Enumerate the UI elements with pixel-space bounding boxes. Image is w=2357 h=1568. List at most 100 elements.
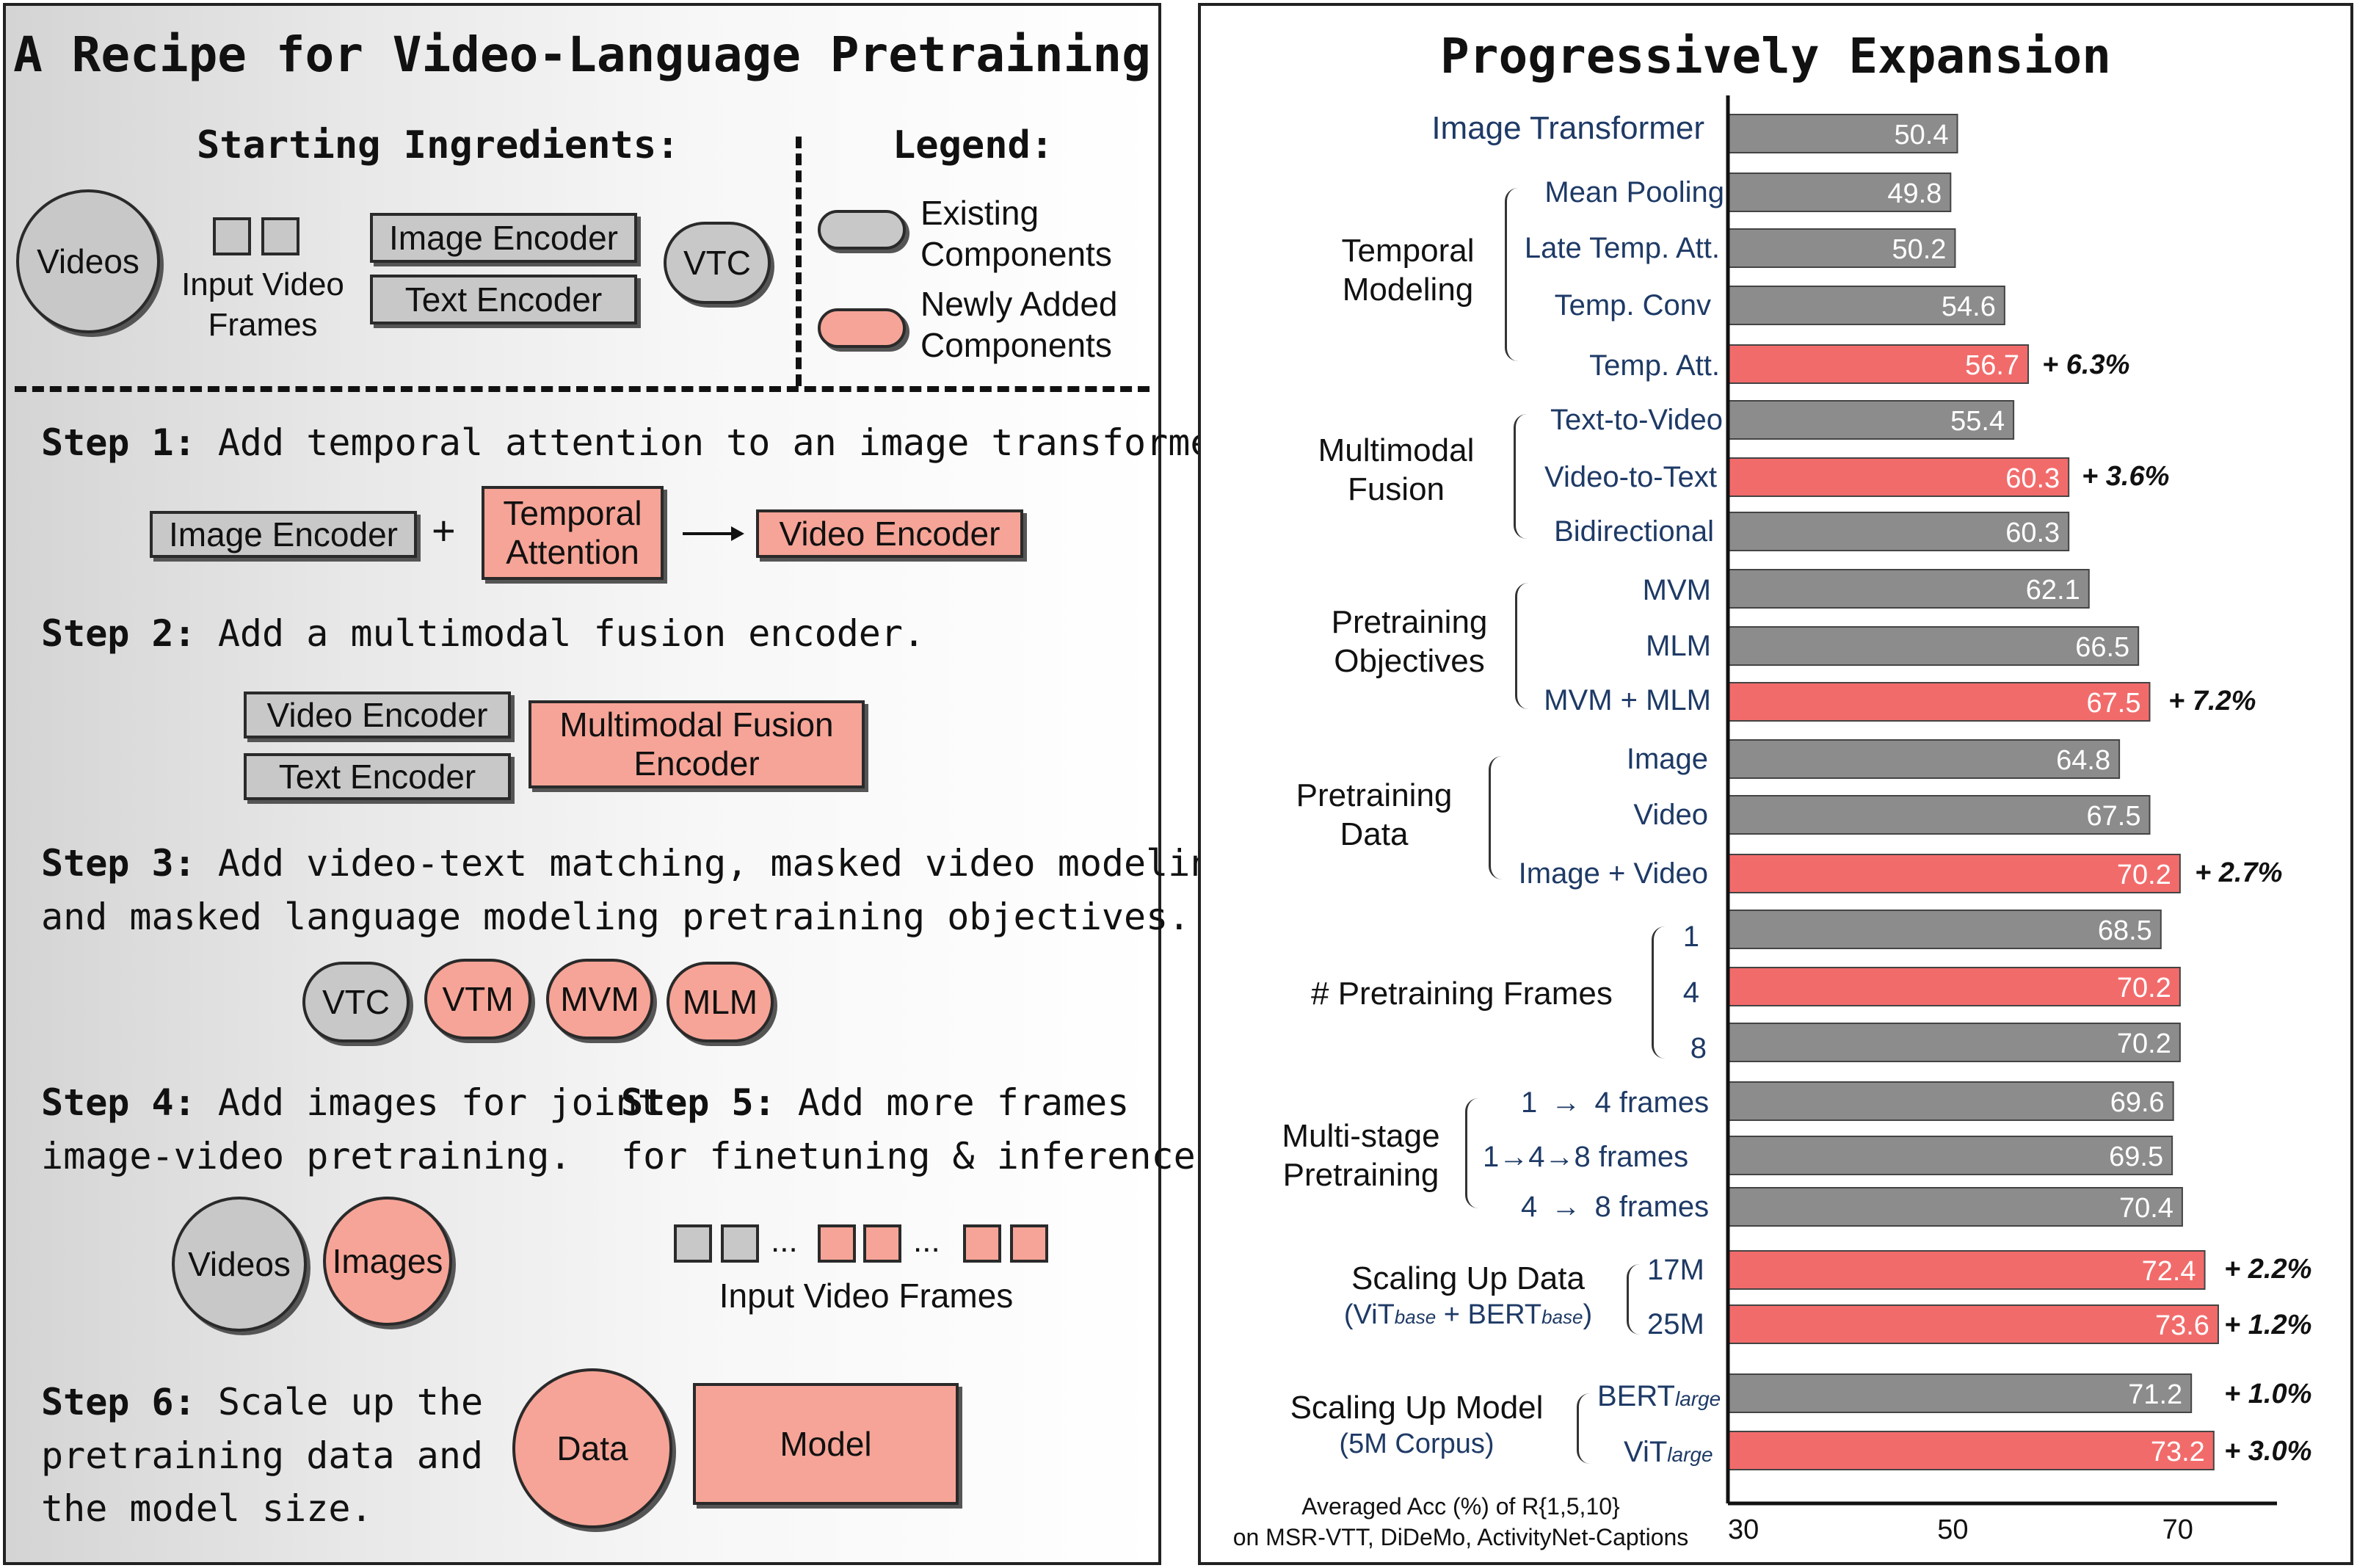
temporal-line-1: Temporal xyxy=(503,494,642,533)
arrow-icon: → xyxy=(1551,1086,1581,1119)
brace-temporal xyxy=(1505,188,1518,361)
category-label: 1 xyxy=(1682,921,1699,953)
bert-large-label: BERTlarge xyxy=(1597,1380,1721,1413)
group-line: Data xyxy=(1340,816,1409,852)
step4-description-1: Add images for joint xyxy=(217,1081,660,1124)
brace-data xyxy=(1489,756,1502,879)
x-axis-caption: Averaged Acc (%) of R{1,5,10} on MSR-VTT… xyxy=(1204,1492,1718,1553)
improvement-label: + 7.2% xyxy=(2168,686,2256,716)
brace-objectives xyxy=(1515,583,1528,709)
frames-label: Input Video Frames xyxy=(161,264,364,345)
bar xyxy=(1727,739,2121,779)
frame-square xyxy=(863,1224,901,1263)
image-encoder-box: Image Encoder xyxy=(370,213,637,263)
bar-value-label: 49.8 xyxy=(1887,178,1942,209)
bar xyxy=(1727,173,1952,212)
bar-value-label: 64.8 xyxy=(2056,745,2110,776)
group-pretraining-objectives: Pretraining Objectives xyxy=(1311,603,1508,681)
group-pretraining-frames: # Pretraining Frames xyxy=(1311,976,1613,1012)
bar-value-label: 72.4 xyxy=(2142,1256,2196,1287)
step3-description-2: and masked language modeling pretraining… xyxy=(41,895,1191,938)
bar-value-label: 60.3 xyxy=(2005,463,2060,494)
frame-square xyxy=(1010,1224,1048,1263)
bar-value-label: 67.5 xyxy=(2087,688,2141,719)
step5-text: Step 5: Add more frames for finetuning &… xyxy=(621,1076,1218,1183)
group-line: Pretraining xyxy=(1282,1156,1439,1193)
bar xyxy=(1727,910,2162,949)
bar-value-label: 50.2 xyxy=(1892,234,1946,265)
ms3-start: 4 xyxy=(1521,1191,1538,1223)
frame-square xyxy=(674,1224,712,1263)
ms2-start: 1 xyxy=(1483,1141,1500,1173)
x-tick-label: 50 xyxy=(1937,1514,1968,1545)
bar xyxy=(1727,1250,2206,1290)
brace-scale-model xyxy=(1577,1393,1590,1464)
bar-value-label: 73.2 xyxy=(2151,1437,2205,1467)
step6-description-3: the model size. xyxy=(41,1487,373,1530)
bar xyxy=(1727,795,2151,835)
bar-value-label: 54.6 xyxy=(1942,291,1996,322)
frames-label-line-2: Frames xyxy=(208,307,318,343)
step1-arrow xyxy=(683,526,744,541)
arrow-icon: → xyxy=(1551,1191,1581,1223)
bar-value-label: 50.4 xyxy=(1895,120,1949,150)
frame-square xyxy=(963,1224,1001,1263)
step6-text: Step 6: Scale up the pretraining data an… xyxy=(41,1376,483,1536)
group-line: Pretraining xyxy=(1331,604,1488,640)
category-label: Video xyxy=(1633,799,1708,831)
category-label: Bidirectional xyxy=(1554,515,1714,548)
bar xyxy=(1727,1136,2173,1175)
bar-value-label: 70.4 xyxy=(2119,1193,2173,1224)
legend-existing-line-1: Existing xyxy=(920,194,1039,232)
category-label: Image Transformer xyxy=(1431,110,1704,146)
text-encoder-box: Text Encoder xyxy=(370,275,637,324)
group-scaling-model: Scaling Up Model (5M Corpus) xyxy=(1277,1389,1556,1461)
bert-text: BERT xyxy=(1597,1380,1675,1412)
bar-value-label: 56.7 xyxy=(1965,350,2019,381)
sd-sub: base xyxy=(1394,1305,1437,1328)
step5-frames-label: Input Video Frames xyxy=(719,1277,1014,1315)
step6-model-box: Model xyxy=(693,1383,959,1505)
bar-value-label: 62.1 xyxy=(2026,575,2080,606)
step6-data-circle: Data xyxy=(512,1368,672,1528)
improvement-label: + 3.0% xyxy=(2224,1436,2312,1467)
category-label: Late Temp. Att. xyxy=(1524,232,1720,264)
frames-ellipsis-2: ... xyxy=(913,1223,940,1259)
bar xyxy=(1727,626,2140,666)
group-pretraining-data: Pretraining Data xyxy=(1276,777,1472,854)
legend-new-label: Newly Added Components xyxy=(920,283,1118,366)
videos-circle: Videos xyxy=(16,189,160,333)
group-line: Modeling xyxy=(1342,271,1474,308)
ingredients-divider xyxy=(15,386,1150,392)
improvement-label: + 1.2% xyxy=(2224,1310,2312,1340)
group-line-scale-data: (ViTbase + BERTbase) xyxy=(1329,1299,1608,1332)
ms2-mid: 4 xyxy=(1528,1141,1545,1173)
frames-label-line-1: Input Video xyxy=(181,266,344,302)
improvement-label: + 2.7% xyxy=(2195,857,2283,888)
step2-text: Step 2: Add a multimodal fusion encoder. xyxy=(41,612,925,655)
step4-images-circle: Images xyxy=(323,1197,452,1326)
step3-text: Step 3: Add video-text matching, masked … xyxy=(41,837,1257,943)
expansion-title: Progressively Expansion xyxy=(1440,28,2111,84)
group-line: Multimodal xyxy=(1318,432,1475,468)
step3-mlm-pill: MLM xyxy=(667,962,774,1042)
category-label: 4 xyxy=(1682,976,1699,1009)
bar xyxy=(1727,1081,2174,1121)
bar-value-label: 69.5 xyxy=(2109,1141,2163,1172)
brace-frames xyxy=(1652,926,1665,1059)
bar xyxy=(1727,682,2151,722)
step2-fusion-encoder: Multimodal Fusion Encoder xyxy=(529,700,865,788)
vit-large-label: ViTlarge xyxy=(1624,1436,1713,1469)
ingredients-heading: Starting Ingredients: xyxy=(197,123,680,167)
group-line: Multi-stage xyxy=(1282,1118,1440,1154)
step5-prefix: Step 5: xyxy=(621,1081,776,1124)
group-line: Scaling Up Data xyxy=(1351,1260,1585,1296)
bar xyxy=(1727,1431,2215,1470)
category-label: Image + Video xyxy=(1518,857,1708,890)
brace-multistage xyxy=(1465,1098,1478,1208)
fusion-line-2: Encoder xyxy=(633,744,760,783)
x-caption-line-2: on MSR-VTT, DiDeMo, ActivityNet-Captions xyxy=(1232,1523,1689,1550)
group-line: Objectives xyxy=(1334,642,1485,679)
group-temporal-modeling: Temporal Modeling xyxy=(1321,232,1495,310)
bar-value-label: 55.4 xyxy=(1950,406,2005,437)
